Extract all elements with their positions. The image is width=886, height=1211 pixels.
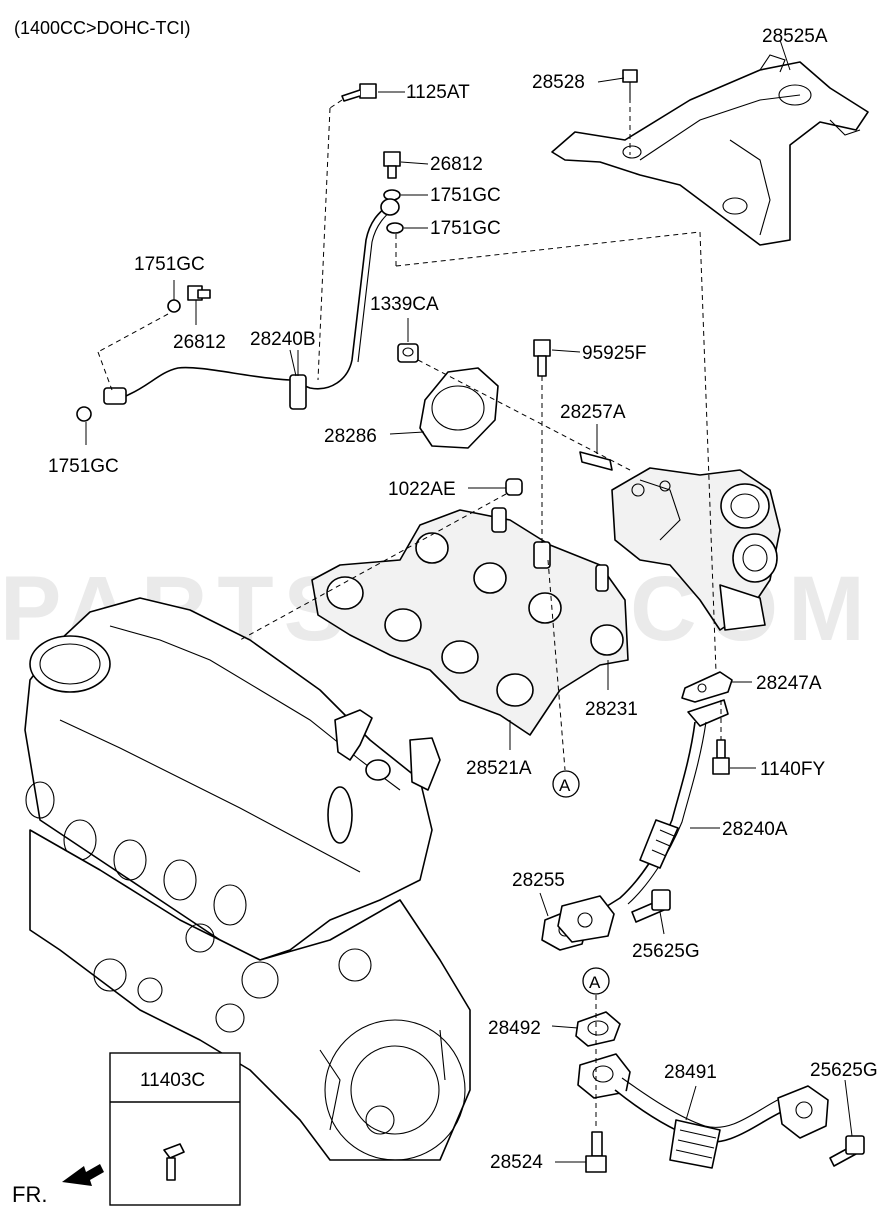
label-28525A: 28525A (762, 26, 828, 47)
pipe-flange-28240A[interactable] (557, 895, 615, 943)
label-28255: 28255 (512, 870, 565, 891)
label-26812-lower: 26812 (173, 332, 226, 353)
gasket-1751GC-b[interactable] (386, 222, 404, 234)
gasket-28492[interactable] (575, 1011, 621, 1047)
front-arrow-icon (62, 1164, 104, 1186)
label-28257A: 28257A (560, 402, 626, 423)
leader-lines (85, 39, 853, 1163)
oil-feed-pipe-28240B[interactable] (103, 198, 400, 410)
label-28286: 28286 (324, 426, 377, 447)
heat-shield-28525A[interactable] (551, 54, 869, 246)
gasket-1751GC-d[interactable] (76, 406, 92, 422)
label-1751GC-a: 1751GC (430, 185, 501, 206)
stud-28257A[interactable] (579, 451, 613, 471)
nut-1339CA[interactable] (397, 343, 419, 363)
label-28492: 28492 (488, 1018, 541, 1039)
bolt-28524[interactable] (585, 1131, 607, 1173)
label-26812-upper: 26812 (430, 154, 483, 175)
assembly-dashed-lines (97, 98, 722, 1130)
oil-return-pipe-28240A[interactable] (603, 699, 729, 909)
label-25625G-upper: 25625G (632, 941, 700, 962)
bolt-95925F[interactable] (533, 339, 551, 377)
label-28240A: 28240A (722, 819, 788, 840)
eye-bolt-26812-lower[interactable] (187, 285, 211, 301)
bolt-1140FY[interactable] (712, 739, 730, 775)
label-28247A: 28247A (756, 673, 822, 694)
label-28521A: 28521A (466, 758, 532, 779)
bolt-25625G-upper[interactable] (631, 889, 671, 923)
ref-circle-a-lower[interactable]: A (582, 967, 610, 995)
front-direction-indicator: FR. (12, 1164, 104, 1207)
bolt-11403C-icon (163, 1143, 185, 1181)
label-1751GC-c: 1751GC (134, 254, 205, 275)
turbocharger-28231[interactable] (611, 467, 781, 631)
bolt-25625G-lower[interactable] (829, 1135, 865, 1167)
nut-1022AE[interactable] (505, 478, 523, 496)
ref-circle-a-upper[interactable]: A (552, 770, 580, 798)
gasket-1751GC-c[interactable] (167, 299, 181, 313)
label-28528: 28528 (532, 72, 585, 93)
engine-block (29, 829, 471, 1161)
engine-cylinder-head (24, 597, 441, 961)
label-1751GC-b: 1751GC (430, 218, 501, 239)
legend-part-no: 11403C (140, 1070, 205, 1091)
exhaust-manifold-28521A[interactable] (311, 507, 629, 736)
svg-text:A: A (589, 973, 601, 992)
engine-spec-title: (1400CC>DOHC-TCI) (14, 18, 191, 38)
label-28491: 28491 (664, 1062, 717, 1083)
label-95925F: 95925F (582, 343, 646, 364)
label-28231: 28231 (585, 699, 638, 720)
label-1022AE: 1022AE (388, 479, 456, 500)
eye-bolt-26812-upper[interactable] (383, 151, 401, 179)
gasket-28247A[interactable] (681, 671, 733, 703)
coolant-pipe-28491[interactable] (577, 1053, 829, 1169)
label-1751GC-d: 1751GC (48, 456, 119, 477)
label-28524: 28524 (490, 1152, 543, 1173)
label-28240B: 28240B (250, 329, 316, 350)
label-1339CA: 1339CA (370, 294, 439, 315)
label-25625G-lower: 25625G (810, 1060, 878, 1081)
bolt-28528[interactable] (622, 69, 638, 100)
gasket-28286[interactable] (419, 367, 499, 449)
part-number-labels: 28525A 28528 1125AT 26812 1751GC 1751GC … (48, 26, 878, 1173)
legend-box-11403C[interactable]: 11403C (109, 1052, 241, 1206)
label-1140FY: 1140FY (760, 759, 825, 780)
front-label: FR. (12, 1182, 47, 1207)
bolt-1125AT[interactable] (341, 83, 377, 102)
label-1125AT: 1125AT (406, 82, 470, 103)
svg-text:A: A (559, 776, 571, 795)
